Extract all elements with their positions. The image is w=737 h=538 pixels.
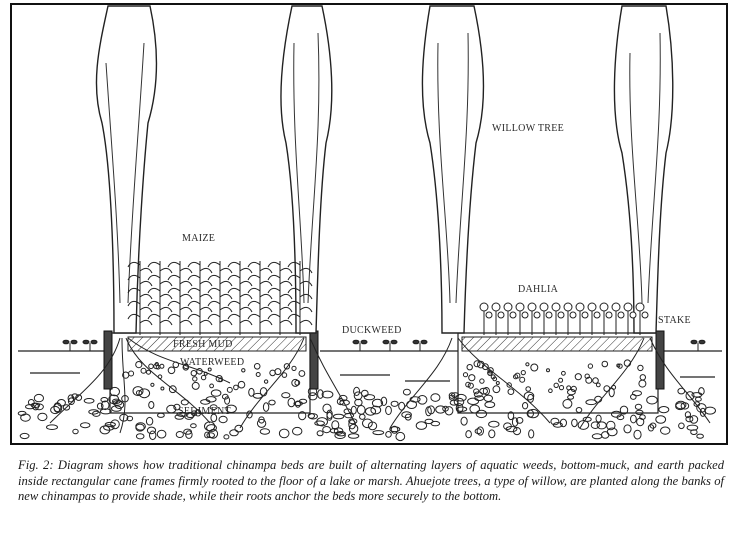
label-willow-tree: WILLOW TREE [492, 123, 564, 134]
stake-left [104, 331, 112, 389]
label-sediment: SEDIMENT [178, 406, 231, 417]
label-dahlia: DAHLIA [518, 284, 559, 295]
label-stake: STAKE [658, 315, 691, 326]
chinampa-diagram: WILLOW TREE MAIZE DAHLIA DUCKWEED STAKE … [10, 3, 728, 445]
stake-right [656, 331, 664, 389]
label-maize: MAIZE [182, 233, 215, 244]
label-duckweed: DUCKWEED [342, 325, 402, 336]
figure-caption: Fig. 2: Diagram shows how traditional ch… [18, 458, 724, 505]
label-fresh-mud: FRESH MUD [173, 339, 233, 350]
label-waterweed: WATERWEED [180, 357, 244, 368]
